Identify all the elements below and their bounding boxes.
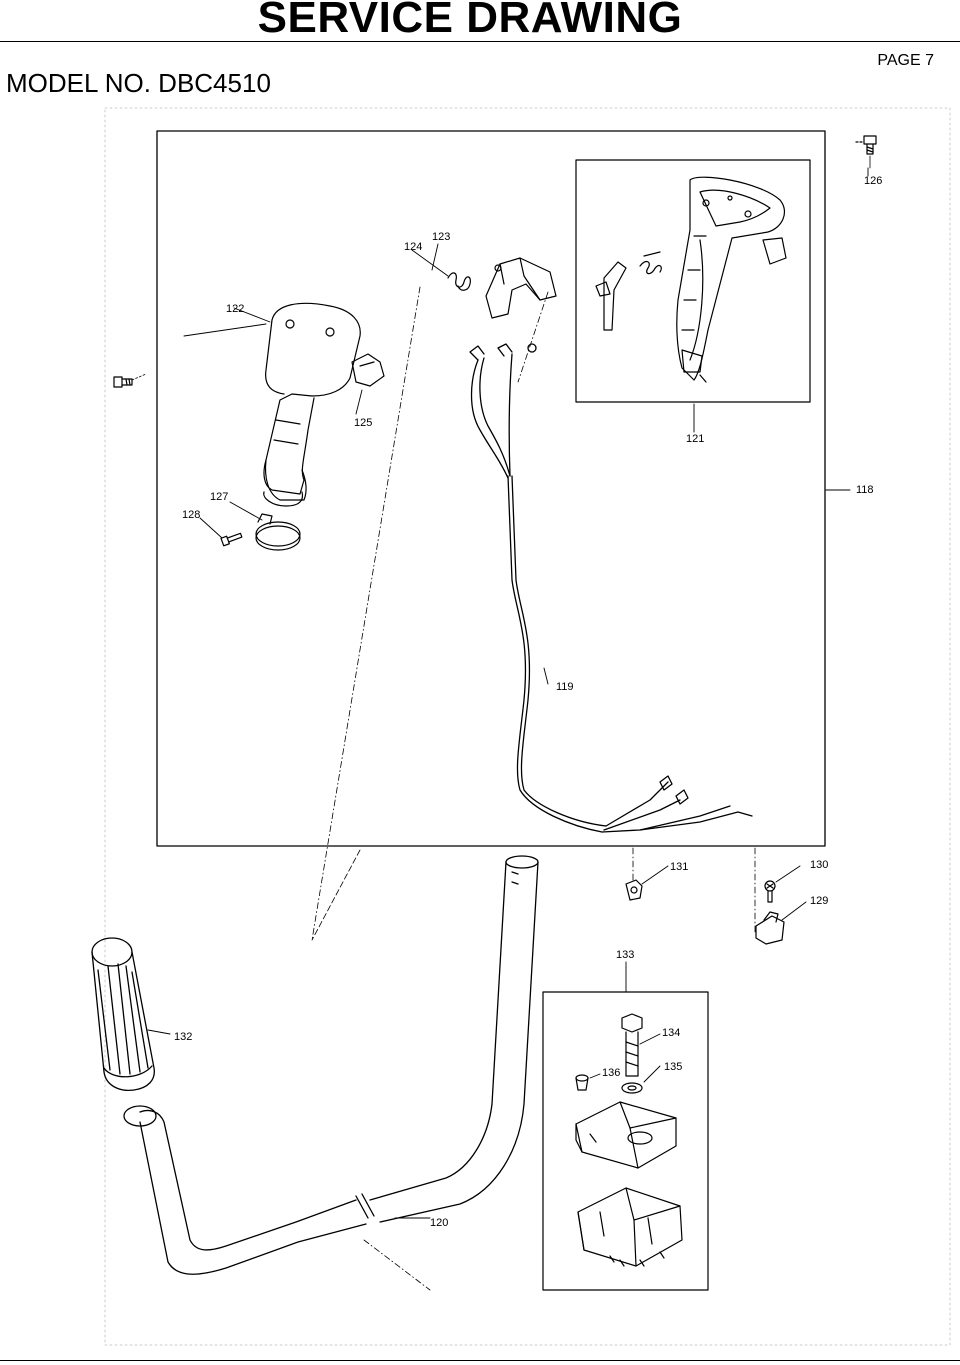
screw-130-icon: [764, 880, 776, 903]
exploded-parts-diagram: 126 121 118 119 120 122 123 124 125 127 …: [91, 107, 951, 1346]
label-121: 121: [686, 433, 704, 445]
washer-135-icon: [621, 1082, 643, 1094]
page-number: PAGE 7: [877, 52, 934, 69]
handle-grip-122-icon: [263, 302, 361, 507]
wire-harness-119-icon: [469, 343, 753, 833]
label-122: 122: [226, 303, 244, 315]
label-118: 118: [856, 484, 874, 496]
handle-tube-120-icon: [123, 855, 539, 1275]
footer-rule: [0, 1360, 960, 1361]
grip-housing-121-icon: [676, 176, 787, 383]
leader-lines: [147, 167, 869, 1219]
model-number: MODEL NO. DBC4510: [6, 68, 271, 98]
assembly-boundary-dashed: [104, 107, 951, 1346]
dashed-link-line: [311, 849, 361, 941]
label-132: 132: [174, 1031, 192, 1043]
label-133: 133: [616, 949, 634, 961]
screw-icon: [113, 376, 133, 388]
screw-136-icon: [575, 1074, 589, 1091]
clamp-bottom-133-icon: [577, 1187, 683, 1267]
label-131: 131: [670, 861, 688, 873]
label-124: 124: [404, 241, 422, 253]
harness-group-frame: [156, 130, 826, 847]
spring-124-icon: [447, 272, 471, 291]
screw-128-icon: [220, 532, 243, 547]
label-134: 134: [662, 1027, 680, 1039]
label-128: 128: [182, 509, 200, 521]
grip-detail-frame: [575, 159, 811, 403]
label-135: 135: [664, 1061, 682, 1073]
label-123: 123: [432, 231, 450, 243]
page-title: SERVICE DRAWING: [257, 0, 683, 42]
label-136: 136: [602, 1067, 620, 1079]
label-120: 120: [430, 1217, 448, 1229]
trigger-123-icon: [485, 257, 557, 319]
throttle-lever-icon: [595, 261, 627, 331]
label-130: 130: [810, 859, 828, 871]
clamp-top-133-icon: [575, 1101, 677, 1169]
spring-icon: [639, 251, 662, 275]
screw-126-icon: [855, 135, 877, 155]
stop-switch-125-icon: [351, 353, 385, 387]
label-127: 127: [210, 491, 228, 503]
clamp-band-127-icon: [255, 513, 301, 551]
grip-sleeve-132-icon: [91, 937, 155, 1092]
label-126: 126: [864, 175, 882, 187]
label-119: 119: [556, 681, 574, 693]
cable-clip-131-icon: [625, 879, 643, 901]
label-125: 125: [354, 417, 372, 429]
clamp-detail-frame: [542, 991, 709, 1291]
bolt-134-icon: [621, 1013, 643, 1077]
header-rule: [0, 41, 960, 42]
label-129: 129: [810, 895, 828, 907]
bracket-129-icon: [755, 911, 785, 945]
projection-lines: [311, 286, 756, 1291]
